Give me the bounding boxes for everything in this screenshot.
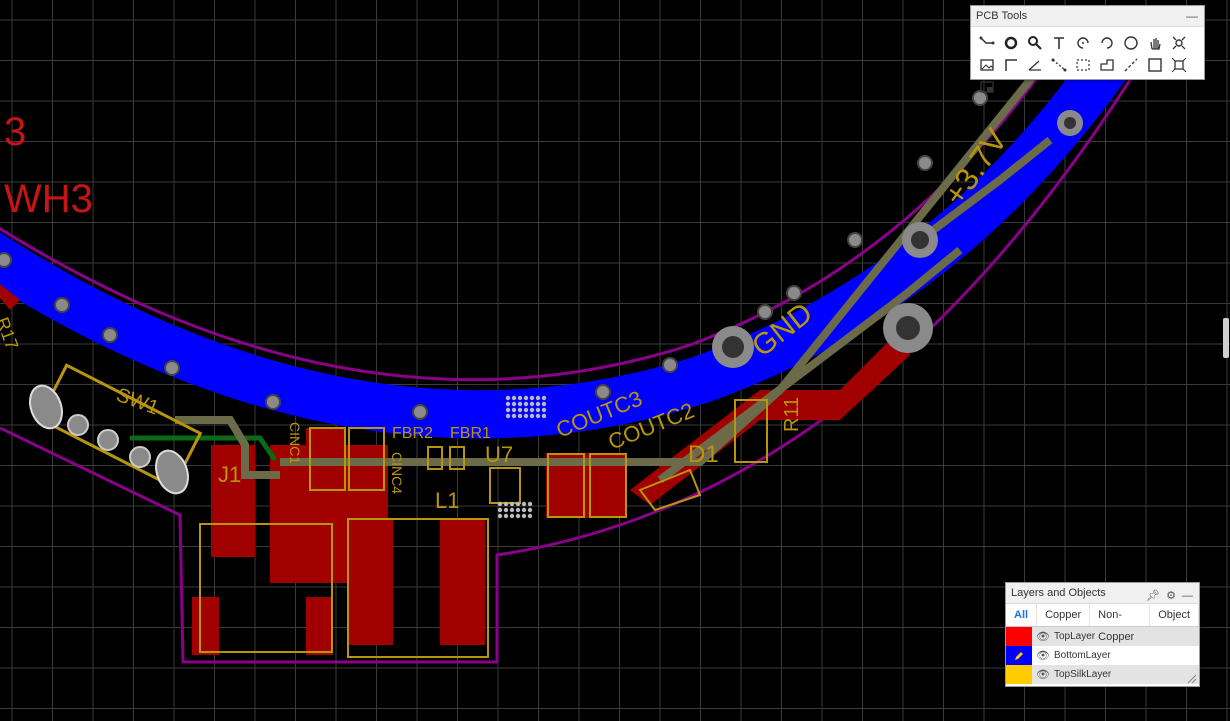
layers-tabs: All Copper Non-Copper Object — [1006, 604, 1199, 643]
label-wh3-num: 3 — [4, 110, 26, 154]
pcb-tools-panel: PCB Tools — — [970, 5, 1205, 93]
route-track-tool-button[interactable] — [976, 32, 998, 54]
arc-edge-icon — [1101, 37, 1113, 49]
layer-color-swatch[interactable] — [1006, 665, 1032, 684]
text-icon — [1054, 37, 1064, 49]
rectangle-tool-button[interactable] — [1144, 54, 1166, 76]
arc-edge-tool-button[interactable] — [1096, 32, 1118, 54]
board-outline-tool-button[interactable] — [1096, 54, 1118, 76]
board-outline-icon — [1100, 59, 1114, 71]
board-outline-outer — [0, 79, 1132, 664]
layer-color-swatch[interactable] — [1006, 627, 1032, 646]
via-icon — [1028, 36, 1042, 50]
layer-row-toplayer[interactable]: 👁︎ TopLayer — [1006, 627, 1199, 646]
label-cinc4: CINC4 — [389, 452, 405, 494]
layer-row-bottomlayer[interactable]: 👁︎ BottomLayer — [1006, 646, 1199, 665]
via-tool-button[interactable] — [1024, 32, 1046, 54]
image-tool-button[interactable] — [976, 54, 998, 76]
eye-icon[interactable]: 👁︎ — [1036, 669, 1050, 681]
label-r11: R11 — [781, 397, 803, 432]
line-icon — [1005, 59, 1017, 71]
move-part-tool-button[interactable] — [1168, 54, 1190, 76]
pcb-tools-minimize-button[interactable]: — — [1186, 9, 1198, 23]
label-fbr2: FBR2 — [392, 425, 433, 442]
u7-thermal-vias — [497, 395, 547, 519]
connect-icon — [1124, 58, 1138, 72]
tab-copper[interactable]: Copper — [1037, 604, 1091, 626]
pcb-tools-grid — [971, 27, 1204, 98]
circle-icon — [1124, 36, 1138, 50]
tab-non-copper[interactable]: Non-Copper — [1090, 604, 1151, 643]
vias — [0, 90, 988, 420]
layers-minimize-button[interactable]: — — [1182, 590, 1193, 602]
gear-icon[interactable]: ⚙ — [1166, 590, 1176, 602]
rectangle-icon — [1148, 58, 1162, 72]
label-d1: D1 — [688, 441, 719, 468]
pcb-tools-title: PCB Tools — — [971, 6, 1204, 27]
bottom-layer-ring — [0, 46, 1130, 439]
hole-icon — [1172, 36, 1186, 50]
rect-select-icon — [1076, 59, 1090, 71]
label-j1: J1 — [218, 462, 241, 487]
layers-panel-title: Layers and Objects 📌︎ ⚙ — — [1006, 583, 1199, 604]
eye-icon[interactable]: 👁︎ — [1036, 650, 1050, 662]
layer-name: TopSilkLayer — [1054, 669, 1112, 680]
rect-select-tool-button[interactable] — [1072, 54, 1094, 76]
layer-name: BottomLayer — [1054, 650, 1111, 661]
layer-list: 👁︎ TopLayer 👁︎ BottomLayer 👁︎ TopSilkLay… — [1006, 627, 1199, 684]
sw1-footprint — [29, 363, 203, 495]
hole-tool-button[interactable] — [1168, 32, 1190, 54]
resize-grip-icon[interactable] — [1187, 674, 1197, 684]
label-fbr1: FBR1 — [450, 425, 491, 442]
pin-icon[interactable]: 📌︎ — [1146, 590, 1161, 602]
measure-tool-button[interactable] — [1048, 54, 1070, 76]
text-tool-button[interactable] — [1048, 32, 1070, 54]
copper-area-icon — [980, 81, 994, 93]
pad-tool-button[interactable] — [1000, 32, 1022, 54]
dimension-angle-icon — [1028, 60, 1041, 71]
tab-object[interactable]: Object — [1150, 604, 1199, 626]
connect-tool-button[interactable] — [1120, 54, 1142, 76]
layers-objects-panel: Layers and Objects 📌︎ ⚙ — All Copper Non… — [1005, 582, 1200, 687]
line-tool-button[interactable] — [1000, 54, 1022, 76]
arc-center-icon — [1077, 37, 1089, 49]
layer-name: TopLayer — [1054, 631, 1096, 642]
measure-icon — [1051, 58, 1067, 72]
pan-hand-icon — [1150, 38, 1161, 50]
label-wh3: WH3 — [4, 177, 93, 221]
tab-all[interactable]: All — [1006, 604, 1038, 626]
right-panel-handle[interactable] — [1223, 318, 1229, 358]
pan-hand-tool-button[interactable] — [1144, 32, 1166, 54]
through-pads — [712, 110, 1083, 368]
circle-tool-button[interactable] — [1120, 32, 1142, 54]
green-track — [130, 435, 278, 462]
silk-outlines — [199, 399, 768, 658]
layer-color-swatch[interactable] — [1006, 646, 1032, 665]
pencil-icon — [1015, 651, 1023, 660]
copper-area-tool-button[interactable] — [976, 76, 998, 98]
arc-center-tool-button[interactable] — [1072, 32, 1094, 54]
label-cinc1: CINC1 — [287, 422, 303, 464]
eye-icon[interactable]: 👁︎ — [1036, 631, 1050, 643]
layers-panel-title-text: Layers and Objects — [1011, 587, 1106, 599]
label-u7: U7 — [485, 442, 513, 467]
pcb-tools-title-text: PCB Tools — [976, 10, 1028, 22]
image-icon — [980, 59, 994, 71]
move-part-icon — [1171, 57, 1187, 73]
dimension-angle-tool-button[interactable] — [1024, 54, 1046, 76]
route-track-icon — [979, 36, 995, 45]
pad-icon — [1004, 36, 1018, 50]
layer-row-topsilklayer[interactable]: 👁︎ TopSilkLayer — [1006, 665, 1199, 684]
label-l1: L1 — [435, 488, 459, 513]
